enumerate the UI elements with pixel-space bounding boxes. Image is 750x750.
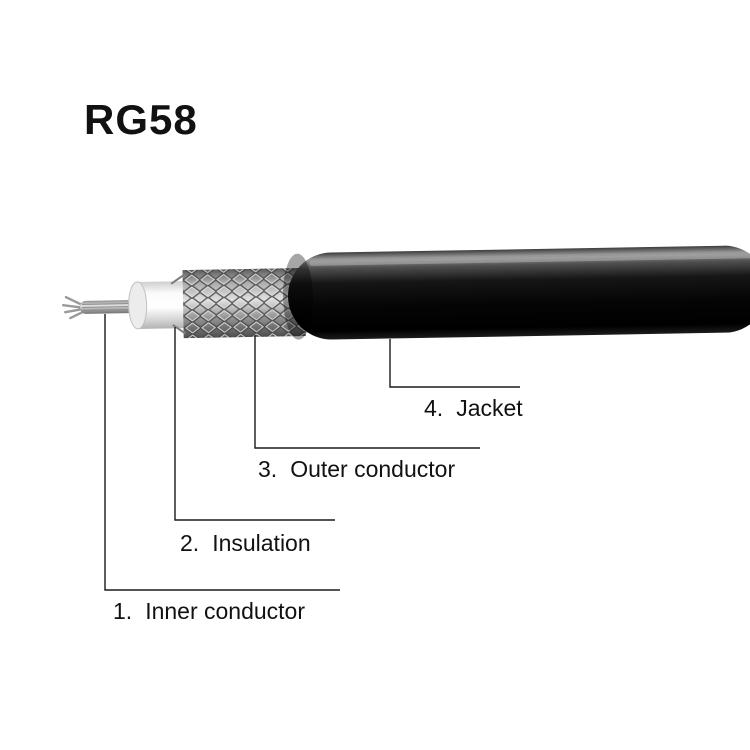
label-insulation-number: 2. bbox=[180, 530, 200, 556]
label-outer-conductor-number: 3. bbox=[258, 456, 278, 482]
leader-line-insulation bbox=[174, 327, 335, 521]
label-jacket-number: 4. bbox=[424, 395, 444, 421]
label-jacket-text: Jacket bbox=[456, 395, 523, 421]
leader-line-outer-conductor bbox=[254, 335, 480, 449]
page-title: RG58 bbox=[84, 96, 198, 143]
label-jacket: 4. Jacket bbox=[424, 395, 523, 422]
leader-lines bbox=[104, 314, 520, 591]
cable-braid bbox=[170, 268, 306, 339]
cable-jacket bbox=[282, 245, 750, 340]
label-insulation-text: Insulation bbox=[212, 530, 311, 556]
leader-line-jacket bbox=[389, 339, 520, 388]
label-outer-conductor: 3. Outer conductor bbox=[258, 456, 455, 483]
leader-line-inner-conductor bbox=[104, 314, 340, 591]
cable bbox=[61, 245, 750, 340]
label-inner-conductor-number: 1. bbox=[113, 598, 133, 624]
label-inner-conductor-text: Inner conductor bbox=[145, 598, 306, 624]
label-insulation: 2. Insulation bbox=[180, 530, 311, 557]
label-outer-conductor-text: Outer conductor bbox=[290, 456, 456, 482]
label-inner-conductor: 1. Inner conductor bbox=[113, 598, 305, 625]
